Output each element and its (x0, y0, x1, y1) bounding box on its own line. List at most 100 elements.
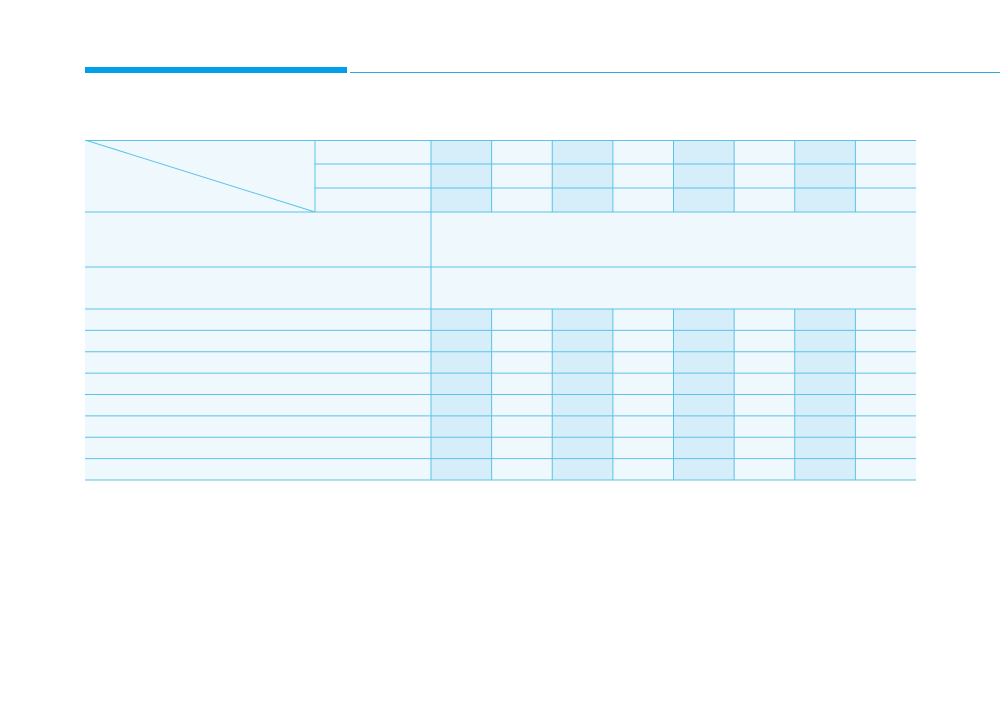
body-value-cell (552, 351, 613, 374)
header-value-cell (734, 164, 795, 188)
header-value-cell (612, 140, 674, 164)
body-value-cell (491, 309, 553, 331)
body-value-cell (855, 415, 916, 438)
body-value-cell (612, 373, 674, 395)
merged-row-label-cell (85, 267, 431, 309)
body-value-cell (734, 309, 795, 331)
body-value-cell (612, 415, 674, 438)
body-row-label-cell (85, 309, 431, 331)
body-row-label-cell (85, 330, 431, 352)
spec-table-grid (85, 140, 916, 481)
header-value-cell (673, 188, 735, 212)
body-row-label-cell (85, 437, 431, 459)
body-value-cell (612, 351, 674, 374)
header-value-cell (431, 188, 492, 212)
body-value-cell (612, 394, 674, 416)
body-value-cell (491, 458, 553, 480)
body-value-cell (612, 458, 674, 480)
body-value-cell (673, 458, 735, 480)
body-value-cell (855, 394, 916, 416)
header-value-cell (673, 164, 735, 188)
body-value-cell (734, 415, 795, 438)
header-value-cell (612, 164, 674, 188)
header-corner-diagonal (85, 140, 316, 213)
body-value-cell (552, 309, 613, 331)
spec-table (85, 140, 916, 481)
body-row-label-cell (85, 351, 431, 374)
header-row-label-cell (315, 188, 431, 212)
header-value-cell (612, 188, 674, 212)
body-value-cell (855, 458, 916, 480)
body-value-cell (491, 415, 553, 438)
body-value-cell (431, 309, 492, 331)
merged-row-value-cell (431, 212, 916, 267)
body-value-cell (431, 351, 492, 374)
body-value-cell (673, 330, 735, 352)
body-value-cell (794, 373, 856, 395)
body-value-cell (855, 351, 916, 374)
header-row-label-cell (315, 140, 431, 164)
header-value-cell (552, 140, 613, 164)
body-value-cell (552, 458, 613, 480)
header-value-cell (794, 164, 856, 188)
body-value-cell (734, 394, 795, 416)
header-value-cell (794, 188, 856, 212)
body-value-cell (673, 373, 735, 395)
body-value-cell (431, 373, 492, 395)
body-value-cell (491, 373, 553, 395)
body-value-cell (734, 330, 795, 352)
header-value-cell (491, 188, 553, 212)
body-value-cell (734, 351, 795, 374)
header-value-cell (552, 164, 613, 188)
merged-row-label-cell (85, 212, 431, 267)
header-value-cell (855, 164, 916, 188)
body-value-cell (855, 330, 916, 352)
body-value-cell (612, 437, 674, 459)
merged-row-value-cell (431, 267, 916, 309)
body-row-label-cell (85, 373, 431, 395)
header-row-label-cell (315, 164, 431, 188)
body-row-label-cell (85, 415, 431, 438)
body-row-label-cell (85, 394, 431, 416)
body-value-cell (673, 309, 735, 331)
body-value-cell (491, 437, 553, 459)
body-value-cell (491, 351, 553, 374)
body-value-cell (734, 373, 795, 395)
title-rule-line (350, 72, 1000, 73)
body-value-cell (612, 309, 674, 331)
header-value-cell (794, 140, 856, 164)
body-value-cell (431, 394, 492, 416)
body-value-cell (552, 415, 613, 438)
body-value-cell (794, 351, 856, 374)
header-value-cell (855, 140, 916, 164)
body-value-cell (794, 458, 856, 480)
body-value-cell (491, 394, 553, 416)
body-value-cell (673, 394, 735, 416)
header-value-cell (431, 140, 492, 164)
body-value-cell (734, 437, 795, 459)
header-value-cell (431, 164, 492, 188)
body-value-cell (673, 415, 735, 438)
body-value-cell (855, 373, 916, 395)
header-value-cell (734, 188, 795, 212)
body-value-cell (794, 415, 856, 438)
body-value-cell (794, 309, 856, 331)
body-value-cell (552, 330, 613, 352)
body-value-cell (491, 330, 553, 352)
body-value-cell (734, 458, 795, 480)
title-accent-bar (85, 67, 347, 73)
body-value-cell (794, 437, 856, 459)
body-value-cell (431, 458, 492, 480)
header-value-cell (855, 188, 916, 212)
header-value-cell (552, 188, 613, 212)
body-value-cell (431, 330, 492, 352)
header-value-cell (673, 140, 735, 164)
body-value-cell (612, 330, 674, 352)
body-value-cell (673, 351, 735, 374)
header-value-cell (491, 140, 553, 164)
body-value-cell (552, 373, 613, 395)
body-value-cell (794, 330, 856, 352)
body-value-cell (431, 437, 492, 459)
body-value-cell (673, 437, 735, 459)
body-value-cell (855, 437, 916, 459)
